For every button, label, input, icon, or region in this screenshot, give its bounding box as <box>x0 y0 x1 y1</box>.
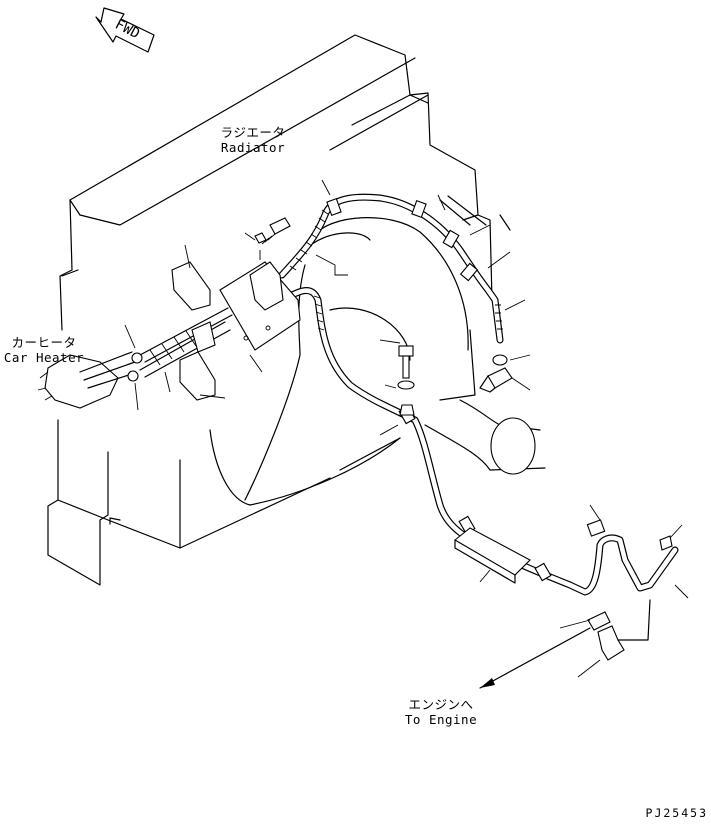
to-engine-label-en: To Engine <box>404 712 478 727</box>
valve-icon <box>479 354 673 661</box>
bolt-icon <box>254 217 415 416</box>
heater-hose <box>278 193 679 596</box>
radiator-label-jp: ラジエータ <box>220 125 286 140</box>
car-heater-label-en: Car Heater <box>3 350 85 365</box>
leader-lines <box>124 179 689 689</box>
bracket-icon <box>139 261 301 401</box>
drawing-number: PJ25453 <box>645 806 708 820</box>
car-heater-label: カーヒータ Car Heater <box>0 335 88 365</box>
car-heater-label-jp: カーヒータ <box>11 335 77 350</box>
radiator-label-en: Radiator <box>220 140 286 155</box>
to-engine-label-jp: エンジンへ <box>408 697 474 712</box>
car-heater-assembly <box>37 351 143 409</box>
svg-text:FWD: FWD <box>112 17 142 43</box>
to-engine-label: エンジンへ To Engine <box>396 697 486 727</box>
radiator-label: ラジエータ Radiator <box>213 125 293 155</box>
fwd-arrow-icon: FWD <box>95 7 155 53</box>
hose-guard <box>454 527 531 584</box>
radiator-body <box>47 34 546 586</box>
